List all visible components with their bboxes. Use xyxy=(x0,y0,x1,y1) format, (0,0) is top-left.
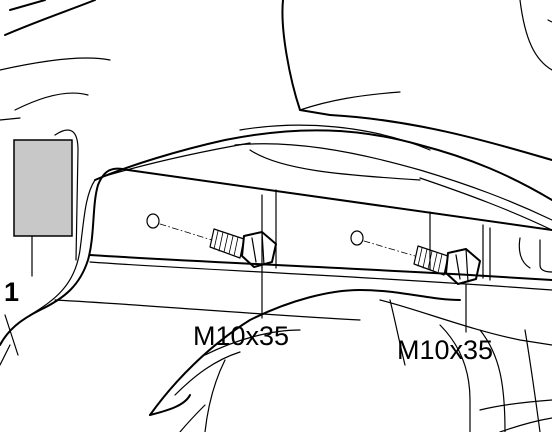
mounting-hole-right xyxy=(350,230,416,257)
vehicle-body-outline xyxy=(0,0,552,161)
bolt-left-icon xyxy=(209,228,277,319)
cross-member-rail xyxy=(54,124,552,321)
marked-panel xyxy=(13,139,73,237)
part-number-label: 1 xyxy=(4,277,19,307)
lower-frame xyxy=(149,289,552,432)
mounting-hole-left xyxy=(146,213,213,241)
bolt-right-icon xyxy=(413,245,481,333)
bolt-left-label: M10x35 xyxy=(193,321,289,351)
bolt-right-label: M10x35 xyxy=(397,335,493,365)
side-bracket xyxy=(0,117,129,366)
